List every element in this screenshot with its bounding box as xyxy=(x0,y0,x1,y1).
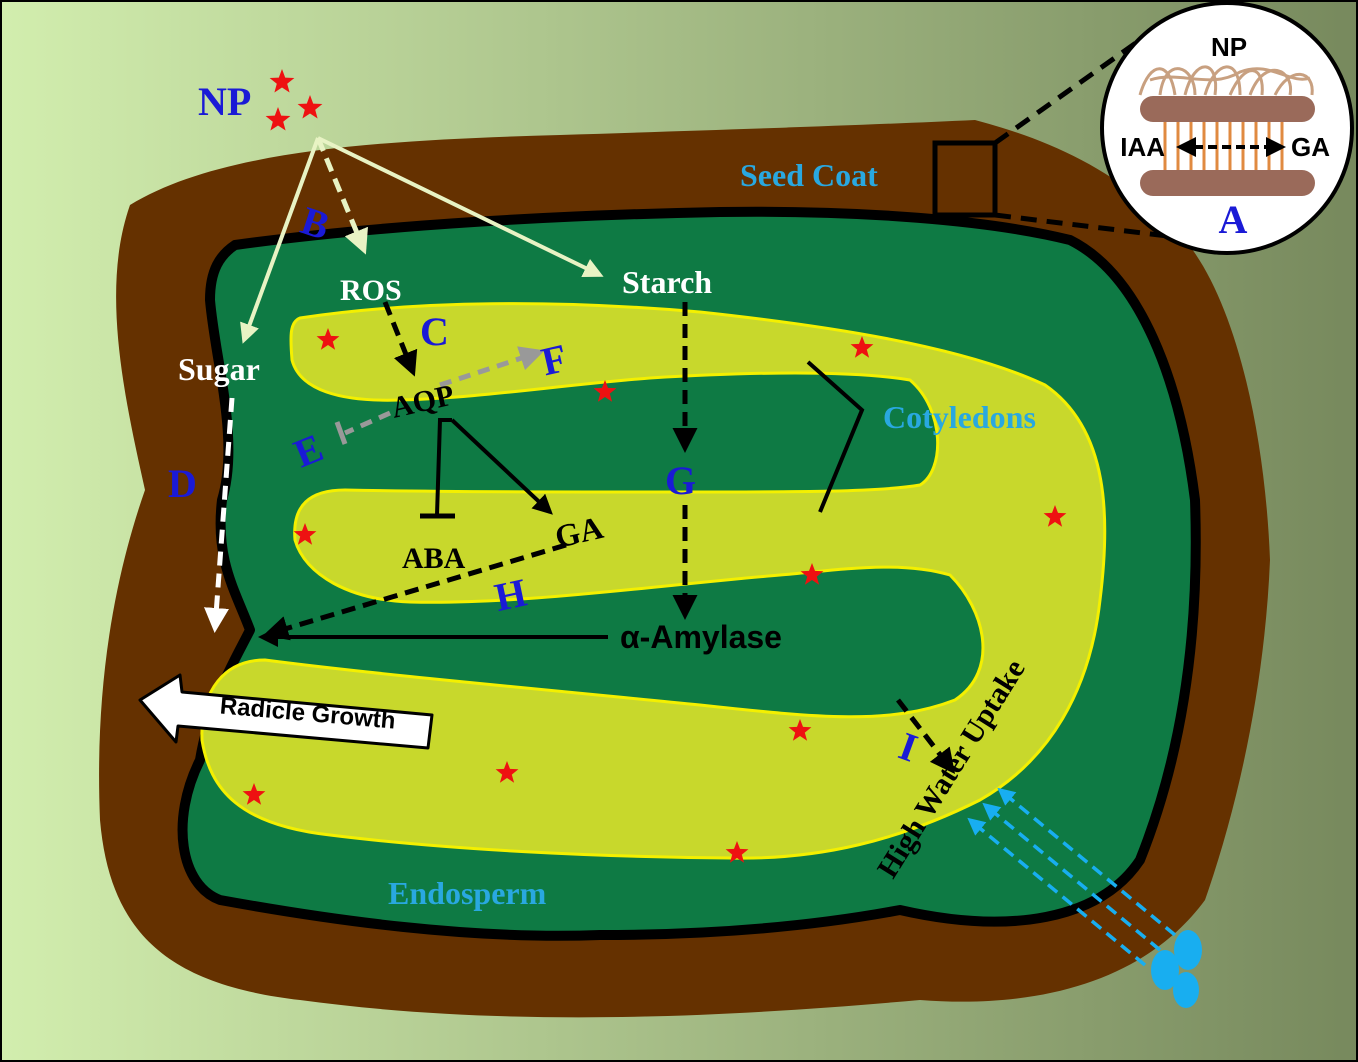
zoom-line-bottom xyxy=(994,212,1201,243)
starch-label: Starch xyxy=(622,264,712,300)
arrow-i-to-water xyxy=(896,698,956,774)
seed-coat-label: Seed Coat xyxy=(740,157,878,193)
arrow-ros-to-aqp xyxy=(382,301,418,377)
arrow-np-to-ros xyxy=(315,137,368,255)
arrow-np-to-sugar xyxy=(240,137,320,344)
arrow-ga-to-radicle xyxy=(263,542,567,641)
cotyledons-label: Cotyledons xyxy=(883,399,1036,435)
np-fibers xyxy=(1138,65,1314,96)
membrane-top xyxy=(1140,96,1315,122)
nanoparticle-star xyxy=(242,783,266,805)
nanoparticle-star xyxy=(269,69,295,93)
inset-membrane: NP IAA GA A xyxy=(1100,1,1354,255)
nanoparticle-star xyxy=(788,719,812,741)
e-inhibit-bar xyxy=(334,421,348,445)
water-drop xyxy=(1173,972,1199,1008)
sugar-label: Sugar xyxy=(178,351,260,387)
nanoparticle-star xyxy=(725,841,749,863)
letter-a: A xyxy=(1219,197,1248,242)
letter-g: G xyxy=(665,458,696,503)
inset-ga-label: GA xyxy=(1291,132,1330,162)
pathway-arrows xyxy=(204,301,956,774)
iaa-label: IAA xyxy=(1120,132,1165,162)
endosperm-label: Endosperm xyxy=(388,875,547,911)
water-drop xyxy=(1151,950,1179,990)
ros-label: ROS xyxy=(340,274,402,307)
np-arrows xyxy=(240,136,604,344)
nanoparticle-star xyxy=(297,95,323,119)
nanoparticle-star xyxy=(850,336,874,358)
arrow-sugar-to-radicle xyxy=(204,397,235,633)
arrow-aqp-to-e xyxy=(343,410,392,436)
arrow-aqp-to-f xyxy=(439,346,545,388)
water-drops xyxy=(1151,930,1202,1008)
nanoparticle-star xyxy=(593,380,617,402)
water-drop xyxy=(1174,930,1202,970)
arrow-np-to-starch xyxy=(317,136,604,278)
amylase-label: α-Amylase xyxy=(620,619,782,655)
cotyledons-bracket xyxy=(806,360,865,513)
radicle-arrow-shape xyxy=(138,673,434,750)
arrow-aqp-to-ga xyxy=(450,418,553,515)
np-label: NP xyxy=(198,79,251,124)
arrow-aqp-to-aba xyxy=(435,418,452,516)
nanoparticle-star xyxy=(800,563,824,585)
nanoparticle-star xyxy=(265,107,291,131)
nanoparticle-star xyxy=(316,328,340,350)
letter-d: D xyxy=(168,461,197,506)
membrane-bottom xyxy=(1140,170,1315,196)
inset-connector xyxy=(932,37,1201,243)
radicle-growth-arrow: Radicle Growth xyxy=(138,673,434,750)
aba-label: ABA xyxy=(402,542,466,575)
zoom-square xyxy=(932,140,998,218)
letter-c: C xyxy=(420,309,449,354)
nanoparticle-star xyxy=(1043,505,1067,527)
nanoparticle-star xyxy=(495,761,519,783)
nanoparticle-stars xyxy=(242,69,1067,863)
nanoparticle-star xyxy=(293,523,317,545)
inset-np-label: NP xyxy=(1211,32,1247,62)
zoom-line-top xyxy=(993,37,1142,146)
water-uptake xyxy=(967,787,1202,1008)
